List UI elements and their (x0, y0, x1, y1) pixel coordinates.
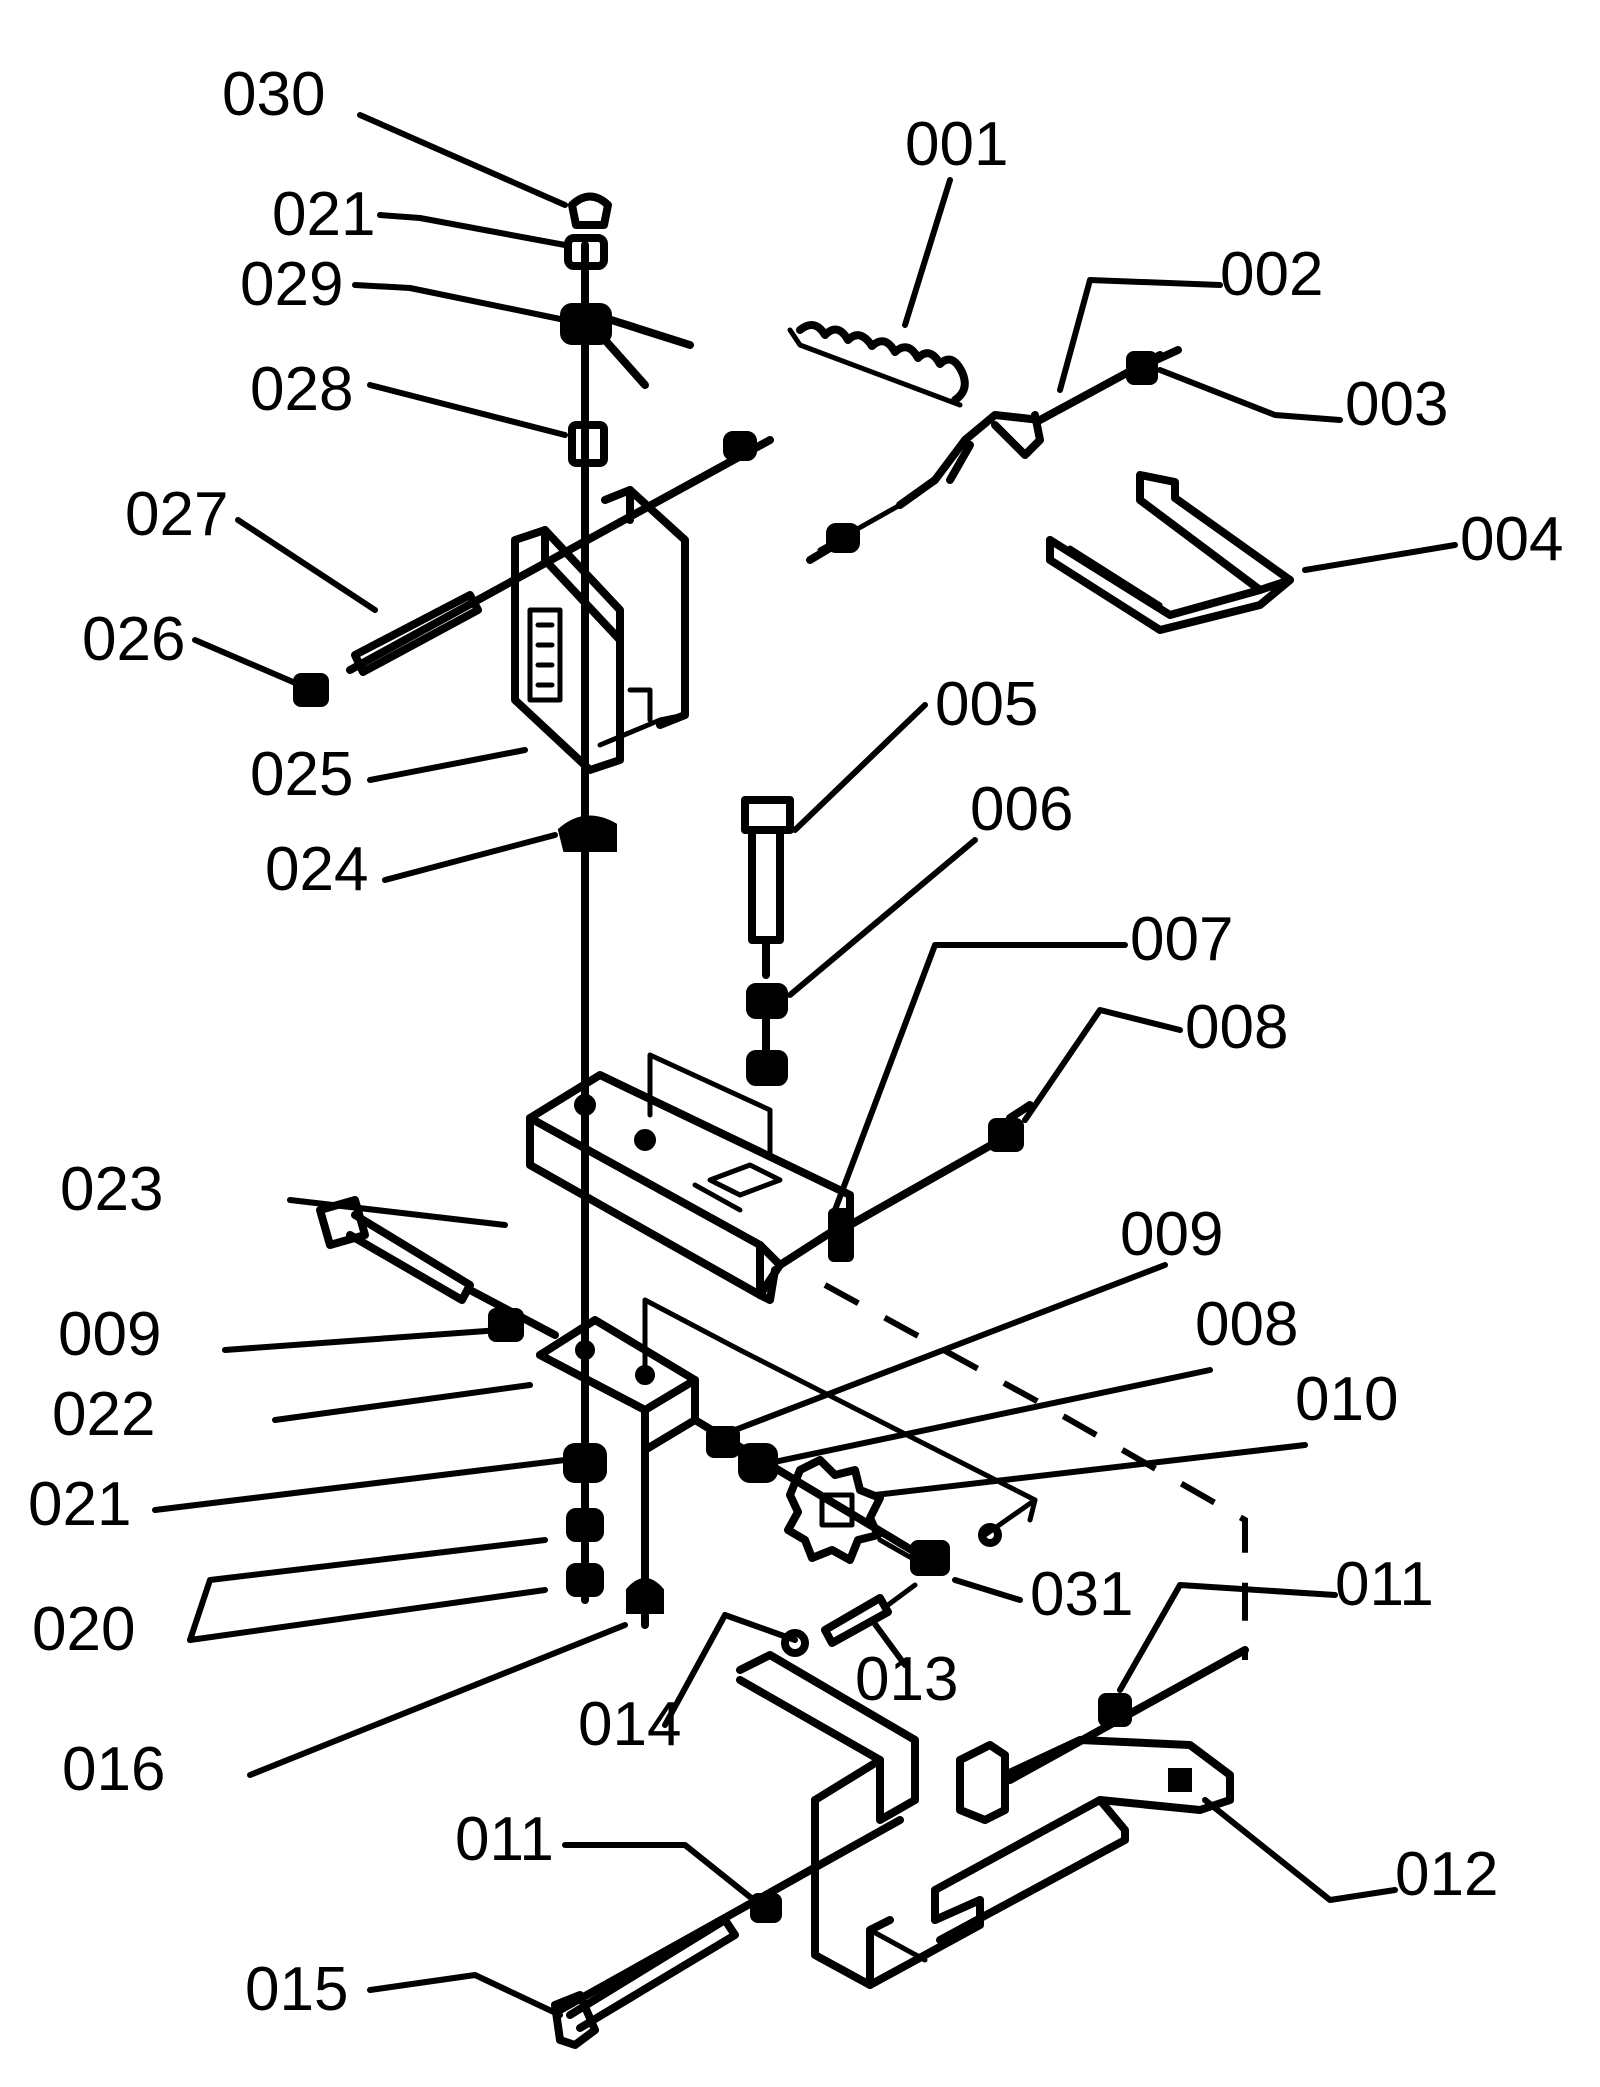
part-006-nut-stack (746, 983, 788, 1086)
part-007-housing (526, 1052, 854, 1304)
part-016-nut (626, 1578, 664, 1629)
label-010: 010 (1295, 1365, 1398, 1434)
part-lower-frame (736, 1651, 1234, 1989)
part-009-left-nut (488, 1308, 524, 1342)
label-024: 024 (265, 835, 368, 904)
leader-lines (152, 112, 1458, 2018)
part-008-upper-nut (846, 1101, 1034, 1229)
label-021-lower: 021 (28, 1470, 131, 1539)
label-009-right: 009 (1120, 1200, 1223, 1269)
label-011-lower: 011 (455, 1805, 554, 1874)
label-011-right: 011 (1335, 1550, 1434, 1619)
label-021-upper: 021 (272, 180, 375, 249)
label-001: 001 (905, 110, 1008, 179)
label-012: 012 (1395, 1840, 1498, 1909)
label-023: 023 (60, 1155, 163, 1224)
label-016: 016 (62, 1735, 165, 1804)
part-010-star-knob (784, 1456, 884, 1564)
label-029: 029 (240, 250, 343, 319)
label-030: 030 (222, 60, 325, 129)
part-030-knob (568, 192, 612, 229)
part-004-u-bracket (1046, 471, 1294, 634)
label-007: 007 (1130, 905, 1233, 974)
label-025: 025 (250, 740, 353, 809)
label-022: 022 (52, 1380, 155, 1449)
part-014-washer (781, 1629, 809, 1657)
label-026: 026 (82, 605, 185, 674)
part-labels: 001 002 003 004 005 006 007 008 009 008 … (28, 60, 1563, 2024)
part-013-pin (821, 1582, 918, 1647)
label-028: 028 (250, 355, 353, 424)
part-021-lower-clip (563, 1443, 607, 1483)
part-029-lever (560, 303, 694, 389)
part-021-top-clip (564, 234, 608, 270)
parts-drawing (293, 192, 1294, 2049)
part-024-clip (557, 815, 617, 852)
label-008-lower: 008 (1195, 1290, 1298, 1359)
label-015: 015 (245, 1955, 348, 2024)
part-005-screw (741, 796, 794, 979)
part-003-nut (1126, 346, 1182, 385)
label-006: 006 (970, 775, 1073, 844)
label-008-upper: 008 (1185, 993, 1288, 1062)
part-002-linkage (806, 351, 1164, 564)
label-027: 027 (125, 480, 228, 549)
part-028-collar (568, 421, 608, 467)
part-001-spring (787, 321, 969, 408)
part-027-pin (346, 431, 774, 676)
label-020: 020 (32, 1595, 135, 1664)
label-013: 013 (855, 1645, 958, 1714)
part-026-nut (293, 673, 329, 707)
label-004: 004 (1460, 505, 1563, 574)
part-020-nuts (566, 1508, 604, 1597)
label-003: 003 (1345, 370, 1448, 439)
label-009-left: 009 (58, 1300, 161, 1369)
label-031: 031 (1030, 1560, 1133, 1629)
label-002: 002 (1220, 240, 1323, 309)
part-031-clip (877, 1497, 1038, 1576)
part-011-right-nut (1006, 1646, 1249, 1784)
label-014: 014 (578, 1690, 681, 1759)
part-015-bolt (551, 1816, 904, 2049)
label-005: 005 (935, 670, 1038, 739)
